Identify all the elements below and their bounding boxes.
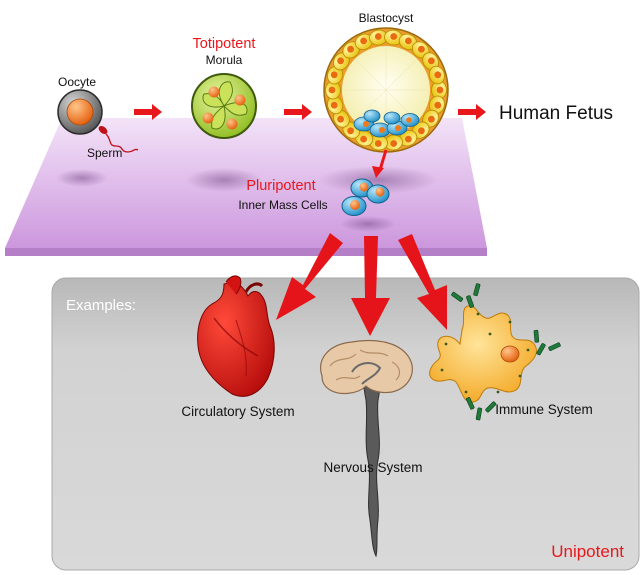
immune-system-label: Immune System [495,402,593,417]
immune-cell-icon [429,305,537,403]
blastocyst-shadow [318,166,438,194]
arrow-blastocyst-to-inner-mass [378,149,388,171]
inner-mass-cells-icon [341,178,390,216]
arrow-to-nervous [351,236,390,336]
trophoblast-nucleus [337,57,344,65]
examples-panel [51,277,640,571]
circulatory-system-label: Circulatory System [181,404,294,419]
trophoblast-nucleus [436,86,444,94]
trophoblast-nucleus [337,115,344,123]
antibody-icon [533,329,561,356]
trophoblast-nucleus [428,57,435,65]
trophoblast-nucleus [434,71,442,79]
trophoblast-nucleus [347,127,354,135]
heart-icon [197,275,275,397]
oocyte-shadow [56,169,108,187]
trophoblast-nucleus [360,37,367,45]
arrow-to-circulatory [276,233,343,320]
nervous-system-label: Nervous System [323,460,422,475]
trophoblast-nucleus [405,37,412,45]
oocyte-icon [57,89,103,135]
trophoblast-nucleus [374,33,382,40]
morula-icon [191,73,257,139]
blastocyst-label: Blastocyst [359,11,414,25]
blastocyst-icon [323,27,449,153]
trophoblast-nucleus [390,140,398,147]
trophoblast-nucleus [405,135,412,143]
examples-heading: Examples: [66,297,136,314]
arrow-morula-to-blastocyst [284,104,312,120]
trophoblast-nucleus [330,101,338,109]
inner-mass-cells-label: Inner Mass Cells [238,198,327,212]
inner-mass-shadow [340,216,396,232]
human-fetus-label: Human Fetus [499,103,613,124]
antibody-icon [451,283,561,421]
trophoblast-nucleus [434,101,442,109]
pluripotent-label: Pluripotent [246,178,315,194]
sperm-icon [98,125,139,153]
trophoblast-nucleus [374,140,382,147]
trophoblast-nucleus [330,71,338,79]
antibody-icon [465,397,497,421]
blastocyst-inner-mass [353,109,420,138]
antibody-icon [451,283,481,308]
totipotent-label: Totipotent [193,36,256,52]
trophoblast-nucleus [328,86,336,94]
trophoblast-nucleus [418,127,425,135]
arrow-blastocyst-to-fetus [458,104,486,120]
morula-shadow [186,168,262,192]
sperm-label: Sperm [87,146,122,160]
arrow-oocyte-to-morula [134,104,162,120]
brain-icon [320,339,413,558]
morula-label: Morula [206,53,243,67]
trophoblast-nucleus [390,33,398,40]
arrow-to-immune [398,234,447,330]
unipotent-label: Unipotent [551,542,624,561]
trophoblast-nucleus [418,45,425,53]
trophoblast-nucleus [347,45,354,53]
trophoblast-nucleus [360,135,367,143]
trophoblast-nucleus [428,115,435,123]
oocyte-label: Oocyte [58,75,96,89]
